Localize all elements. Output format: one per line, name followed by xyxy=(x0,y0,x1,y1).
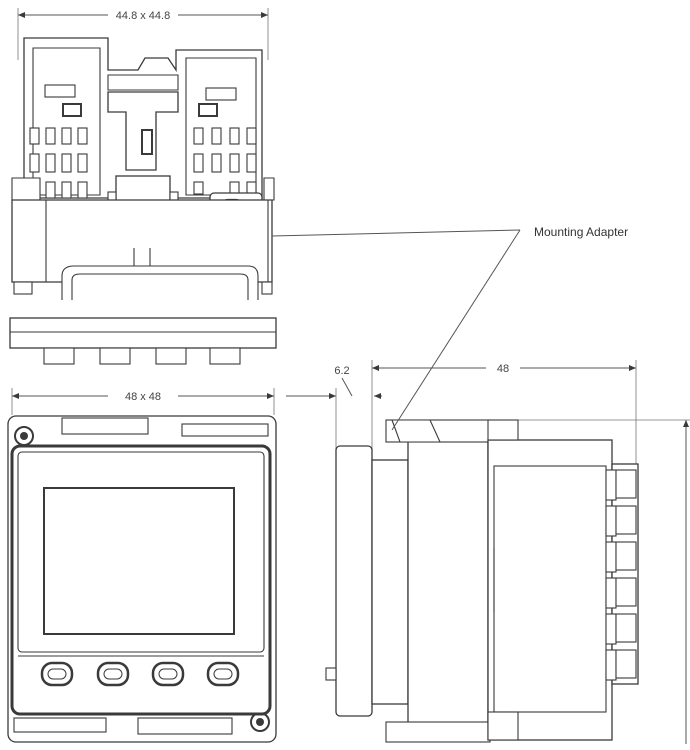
callout-mounting-adapter: Mounting Adapter xyxy=(271,225,628,431)
dimension-label-flange-depth: 6.2 xyxy=(334,365,349,377)
dimension-body-depth: 48 xyxy=(372,360,637,470)
vent-grid-right xyxy=(193,127,257,195)
dimension-top-width: 44.8 x 44.8 xyxy=(17,8,269,60)
front-view: 48 x 48 xyxy=(7,388,277,743)
dimension-front-size: 48 x 48 xyxy=(11,388,275,415)
top-view-back-with-adapter: 44.8 x 44.8 xyxy=(9,8,277,365)
dimension-label-front-size: 48 x 48 xyxy=(125,391,161,403)
side-view: 6.2 48 xyxy=(286,360,690,744)
callout-label-mounting-adapter: Mounting Adapter xyxy=(534,225,628,239)
dimension-label-body-depth: 48 xyxy=(497,363,509,375)
side-terminals xyxy=(605,463,639,685)
front-keys xyxy=(40,661,240,687)
vent-grid-left xyxy=(29,127,88,199)
dimension-flange-depth: 6.2 xyxy=(286,360,382,450)
dimension-label-top-width: 44.8 x 44.8 xyxy=(116,10,170,22)
